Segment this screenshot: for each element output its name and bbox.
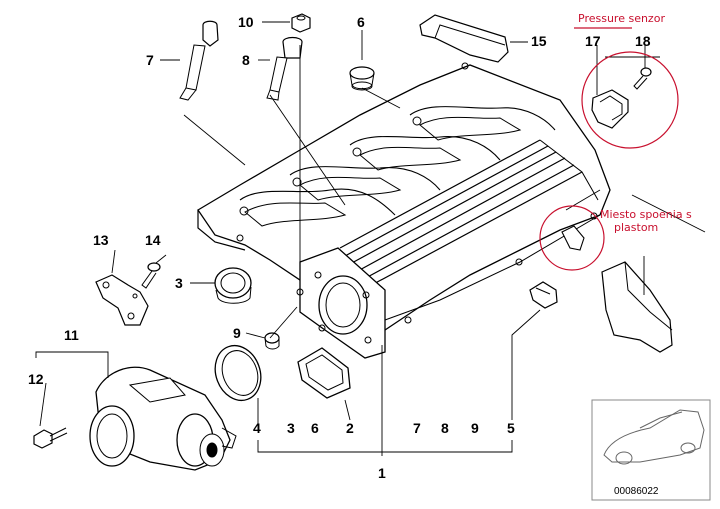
thumbnail-caption: 00086022 [614, 486, 659, 497]
annotation-marks [539, 27, 679, 271]
callout-3-bottom: 3 [287, 420, 295, 436]
callout-9-bottom: 9 [471, 420, 479, 436]
air-flow-meter-part-11 [89, 366, 237, 471]
cover-part-15 [419, 14, 509, 63]
pressure-sensor-part-17 [591, 89, 629, 129]
callout-4: 4 [253, 420, 261, 436]
intake-manifold [197, 62, 611, 359]
nut-part-10 [291, 13, 311, 33]
callout-14: 14 [145, 232, 161, 248]
callout-11: 11 [64, 327, 79, 343]
callout-2: 2 [346, 420, 354, 436]
bolt-part-7 [179, 20, 219, 101]
callout-1: 1 [378, 465, 386, 481]
screw-part-18 [633, 67, 652, 90]
mounting-clip [561, 225, 585, 251]
grommet-part-6 [349, 66, 375, 91]
mounting-note-line2: plastom [614, 221, 659, 234]
gasket-ring-part-3 [214, 267, 252, 304]
callout-6-bottom: 6 [311, 420, 319, 436]
cover-piece-right [601, 261, 673, 353]
pressure-sensor-note: Pressure senzor [578, 12, 665, 25]
screw-part-14 [141, 262, 161, 289]
callout-7-bottom: 7 [413, 420, 421, 436]
callout-3: 3 [175, 275, 183, 291]
screw-part-12 [33, 427, 68, 449]
callout-7: 7 [146, 52, 154, 68]
callout-9: 9 [233, 325, 241, 341]
callout-5: 5 [507, 420, 515, 436]
o-ring-part-4 [214, 344, 262, 402]
clip-part-5 [529, 281, 558, 309]
vehicle-thumbnail [591, 399, 711, 501]
callout-8-bottom: 8 [441, 420, 449, 436]
callout-15: 15 [531, 33, 547, 49]
stud-part-8 [266, 36, 303, 101]
callout-17: 17 [585, 33, 601, 49]
callout-18: 18 [635, 33, 651, 49]
leader-lines [35, 21, 706, 456]
gasket-part-2 [297, 347, 351, 399]
mounting-note-line1: Miesto spoenia s [600, 208, 692, 221]
callout-13: 13 [93, 232, 109, 248]
callout-10: 10 [238, 14, 254, 30]
callout-8: 8 [242, 52, 250, 68]
callout-6: 6 [357, 14, 365, 30]
callout-12: 12 [28, 371, 44, 387]
bracket-part-13 [95, 274, 149, 326]
